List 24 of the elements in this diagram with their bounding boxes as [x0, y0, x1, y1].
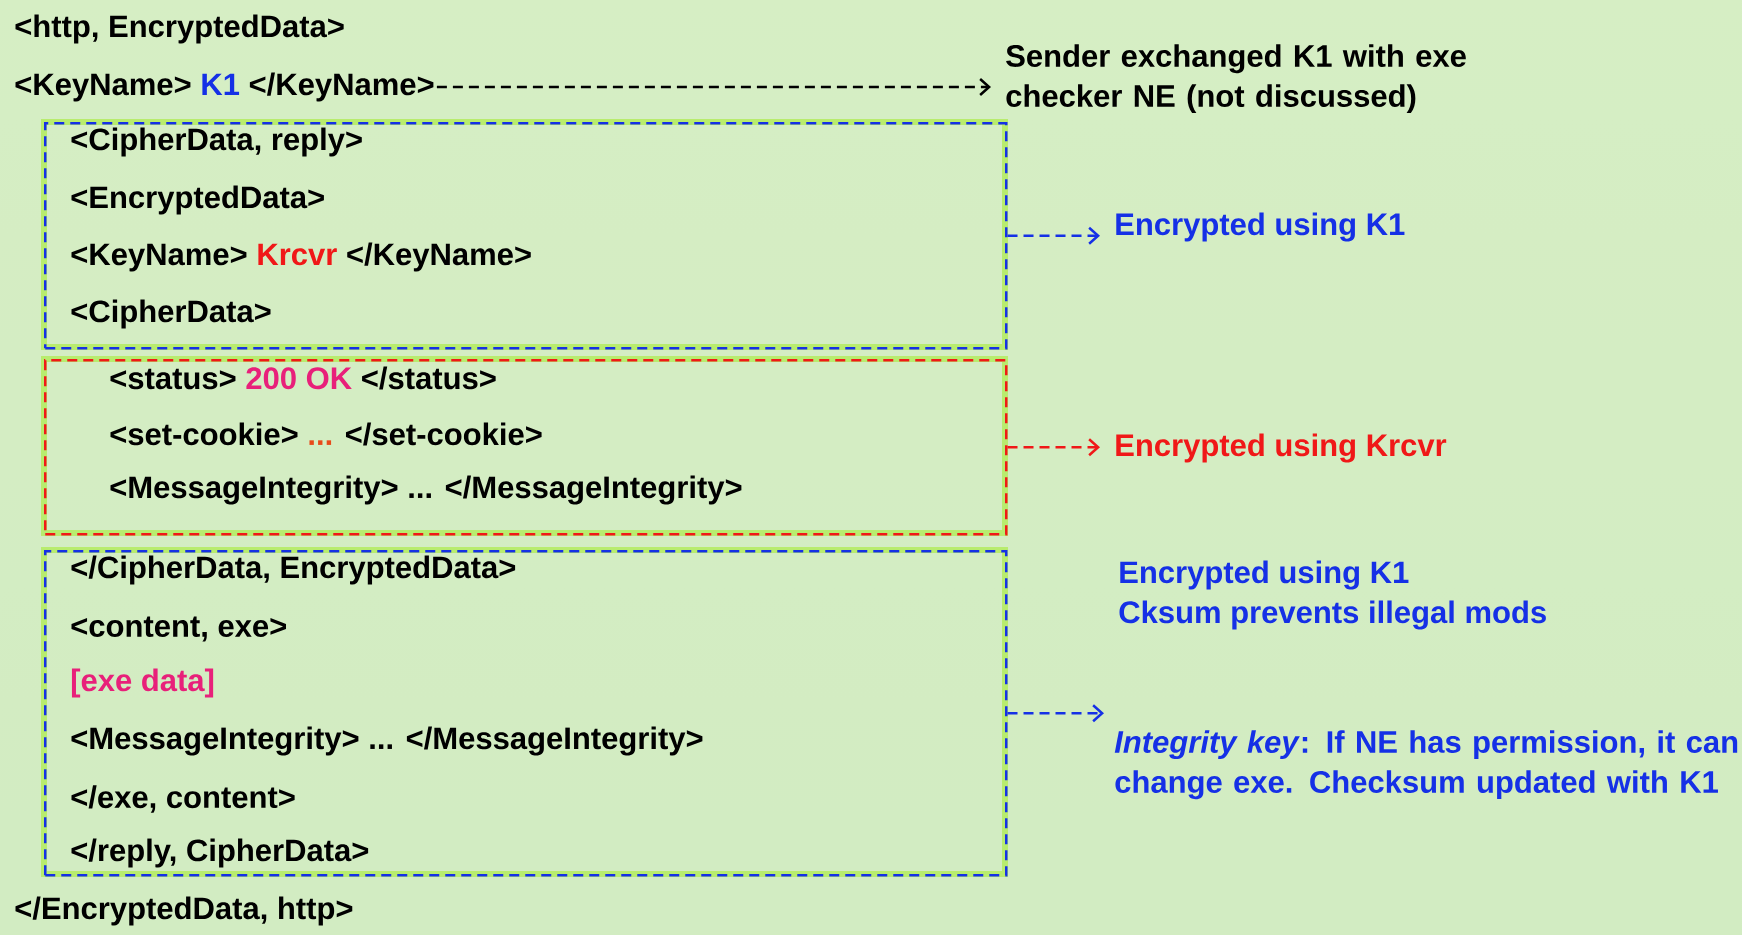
note-text: Sender exchanged K1 with exe checker NE (not discussed): [1006, 44, 1466, 114]
code-line: <CipherData, reply>: [71, 127, 362, 157]
code-line: [exe data]: [71, 668, 214, 698]
code-line: <KeyName> K1 </KeyName>: [15, 72, 434, 102]
arrow: [1007, 226, 1100, 245]
code-line: Encrypted using K1: [1116, 212, 1405, 242]
code-line: <KeyName> Krcvr </KeyName>: [71, 242, 531, 272]
code-line: <EncryptedData>: [71, 185, 324, 215]
code-line: <MessageIntegrity> ... </MessageIntegrity>: [71, 726, 703, 756]
code-line: Encrypted using Krcvr: [1116, 433, 1447, 463]
note-text: Integrity key: If NE has permission, it can change exe. Checksum updated with K1: [1114, 730, 1738, 800]
code-line: </CipherData, EncryptedData>: [71, 555, 516, 585]
note-text: Encrypted using K1 Cksum prevents illegal mods: [1119, 560, 1546, 630]
code-line: <http, EncryptedData>: [15, 14, 344, 44]
code-line: </reply, CipherData>: [71, 838, 369, 868]
code-line: <content, exe>: [71, 616, 286, 642]
code-line: <set-cookie> ... </set-cookie>: [110, 422, 542, 446]
arrow: [436, 78, 991, 96]
arrow: [1007, 704, 1104, 723]
code-line: <CipherData>: [71, 299, 271, 329]
code-line: </exe, content>: [71, 785, 295, 813]
code-line: <status> 200 OK </status>: [110, 366, 496, 390]
code-line: <MessageIntegrity> ... </MessageIntegrity>: [110, 475, 742, 505]
arrow: [1007, 438, 1100, 457]
